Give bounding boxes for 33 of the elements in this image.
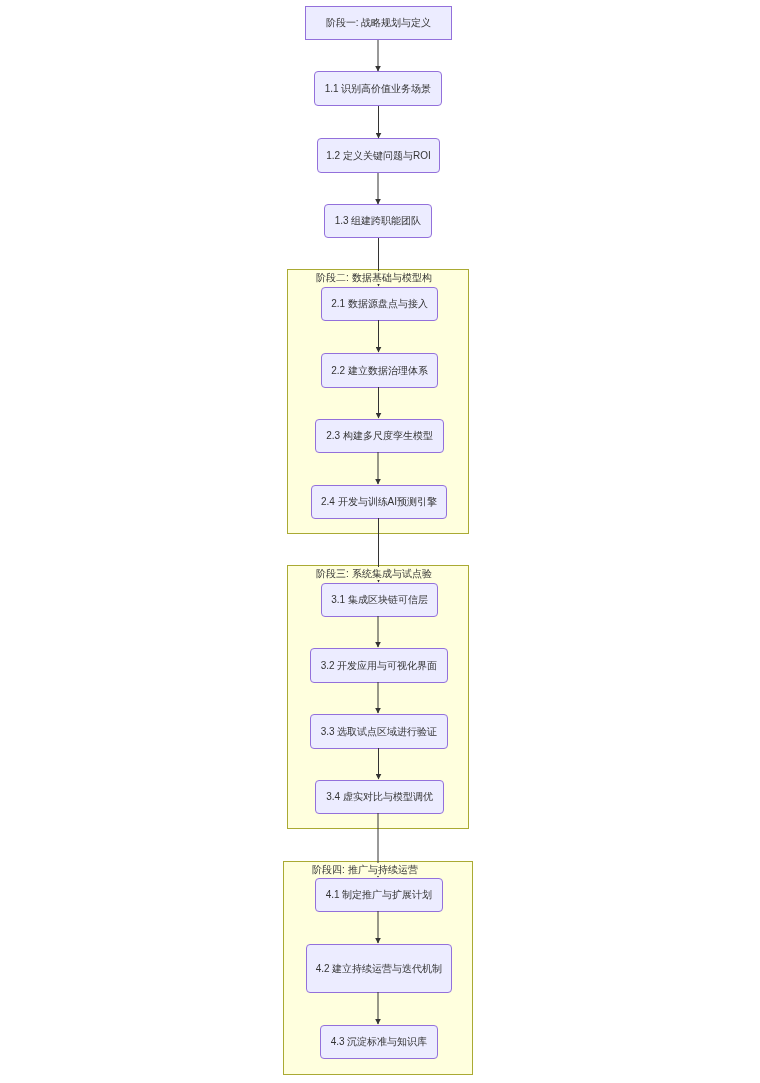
step-box: 2.1 数据源盘点与接入 bbox=[321, 287, 438, 321]
stage-box: 阶段一: 战略规划与定义 bbox=[305, 6, 452, 40]
step-box: 1.2 定义关键问题与ROI bbox=[317, 138, 440, 173]
step-box: 2.4 开发与训练AI预测引擎 bbox=[311, 485, 447, 519]
step-box: 2.3 构建多尺度孪生模型 bbox=[315, 419, 444, 453]
arrow bbox=[375, 615, 381, 648]
step-box: 1.3 组建跨职能团队 bbox=[324, 204, 432, 238]
arrow bbox=[375, 991, 381, 1025]
arrow bbox=[375, 386, 382, 419]
arrow bbox=[375, 910, 381, 944]
step-box: 3.3 选取试点区域进行验证 bbox=[310, 714, 448, 749]
group-title: 阶段二: 数据基础与模型构 bbox=[314, 271, 434, 284]
phase-group bbox=[283, 861, 473, 1075]
arrow bbox=[375, 681, 381, 714]
arrow bbox=[375, 319, 382, 353]
arrow bbox=[375, 451, 381, 485]
step-box: 2.2 建立数据治理体系 bbox=[321, 353, 438, 388]
step-box: 3.1 集成区块链可信层 bbox=[321, 583, 438, 617]
arrow bbox=[375, 105, 382, 139]
phase-group bbox=[287, 565, 469, 829]
step-box: 4.2 建立持续运营与迭代机制 bbox=[306, 944, 452, 993]
group-title: 阶段四: 推广与持续运营 bbox=[310, 863, 420, 876]
step-box: 4.3 沉淀标准与知识库 bbox=[320, 1025, 438, 1059]
step-box: 4.1 制定推广与扩展计划 bbox=[315, 878, 443, 912]
step-box: 3.2 开发应用与可视化界面 bbox=[310, 648, 448, 683]
step-box: 3.4 虚实对比与模型调优 bbox=[315, 780, 444, 814]
phase-group bbox=[287, 269, 469, 534]
step-box: 1.1 识别高价值业务场景 bbox=[314, 71, 442, 106]
arrow bbox=[375, 747, 382, 780]
arrow bbox=[375, 172, 381, 205]
group-title: 阶段三: 系统集成与试点验 bbox=[314, 567, 434, 580]
arrow bbox=[375, 39, 381, 72]
arrow bbox=[375, 812, 381, 878]
